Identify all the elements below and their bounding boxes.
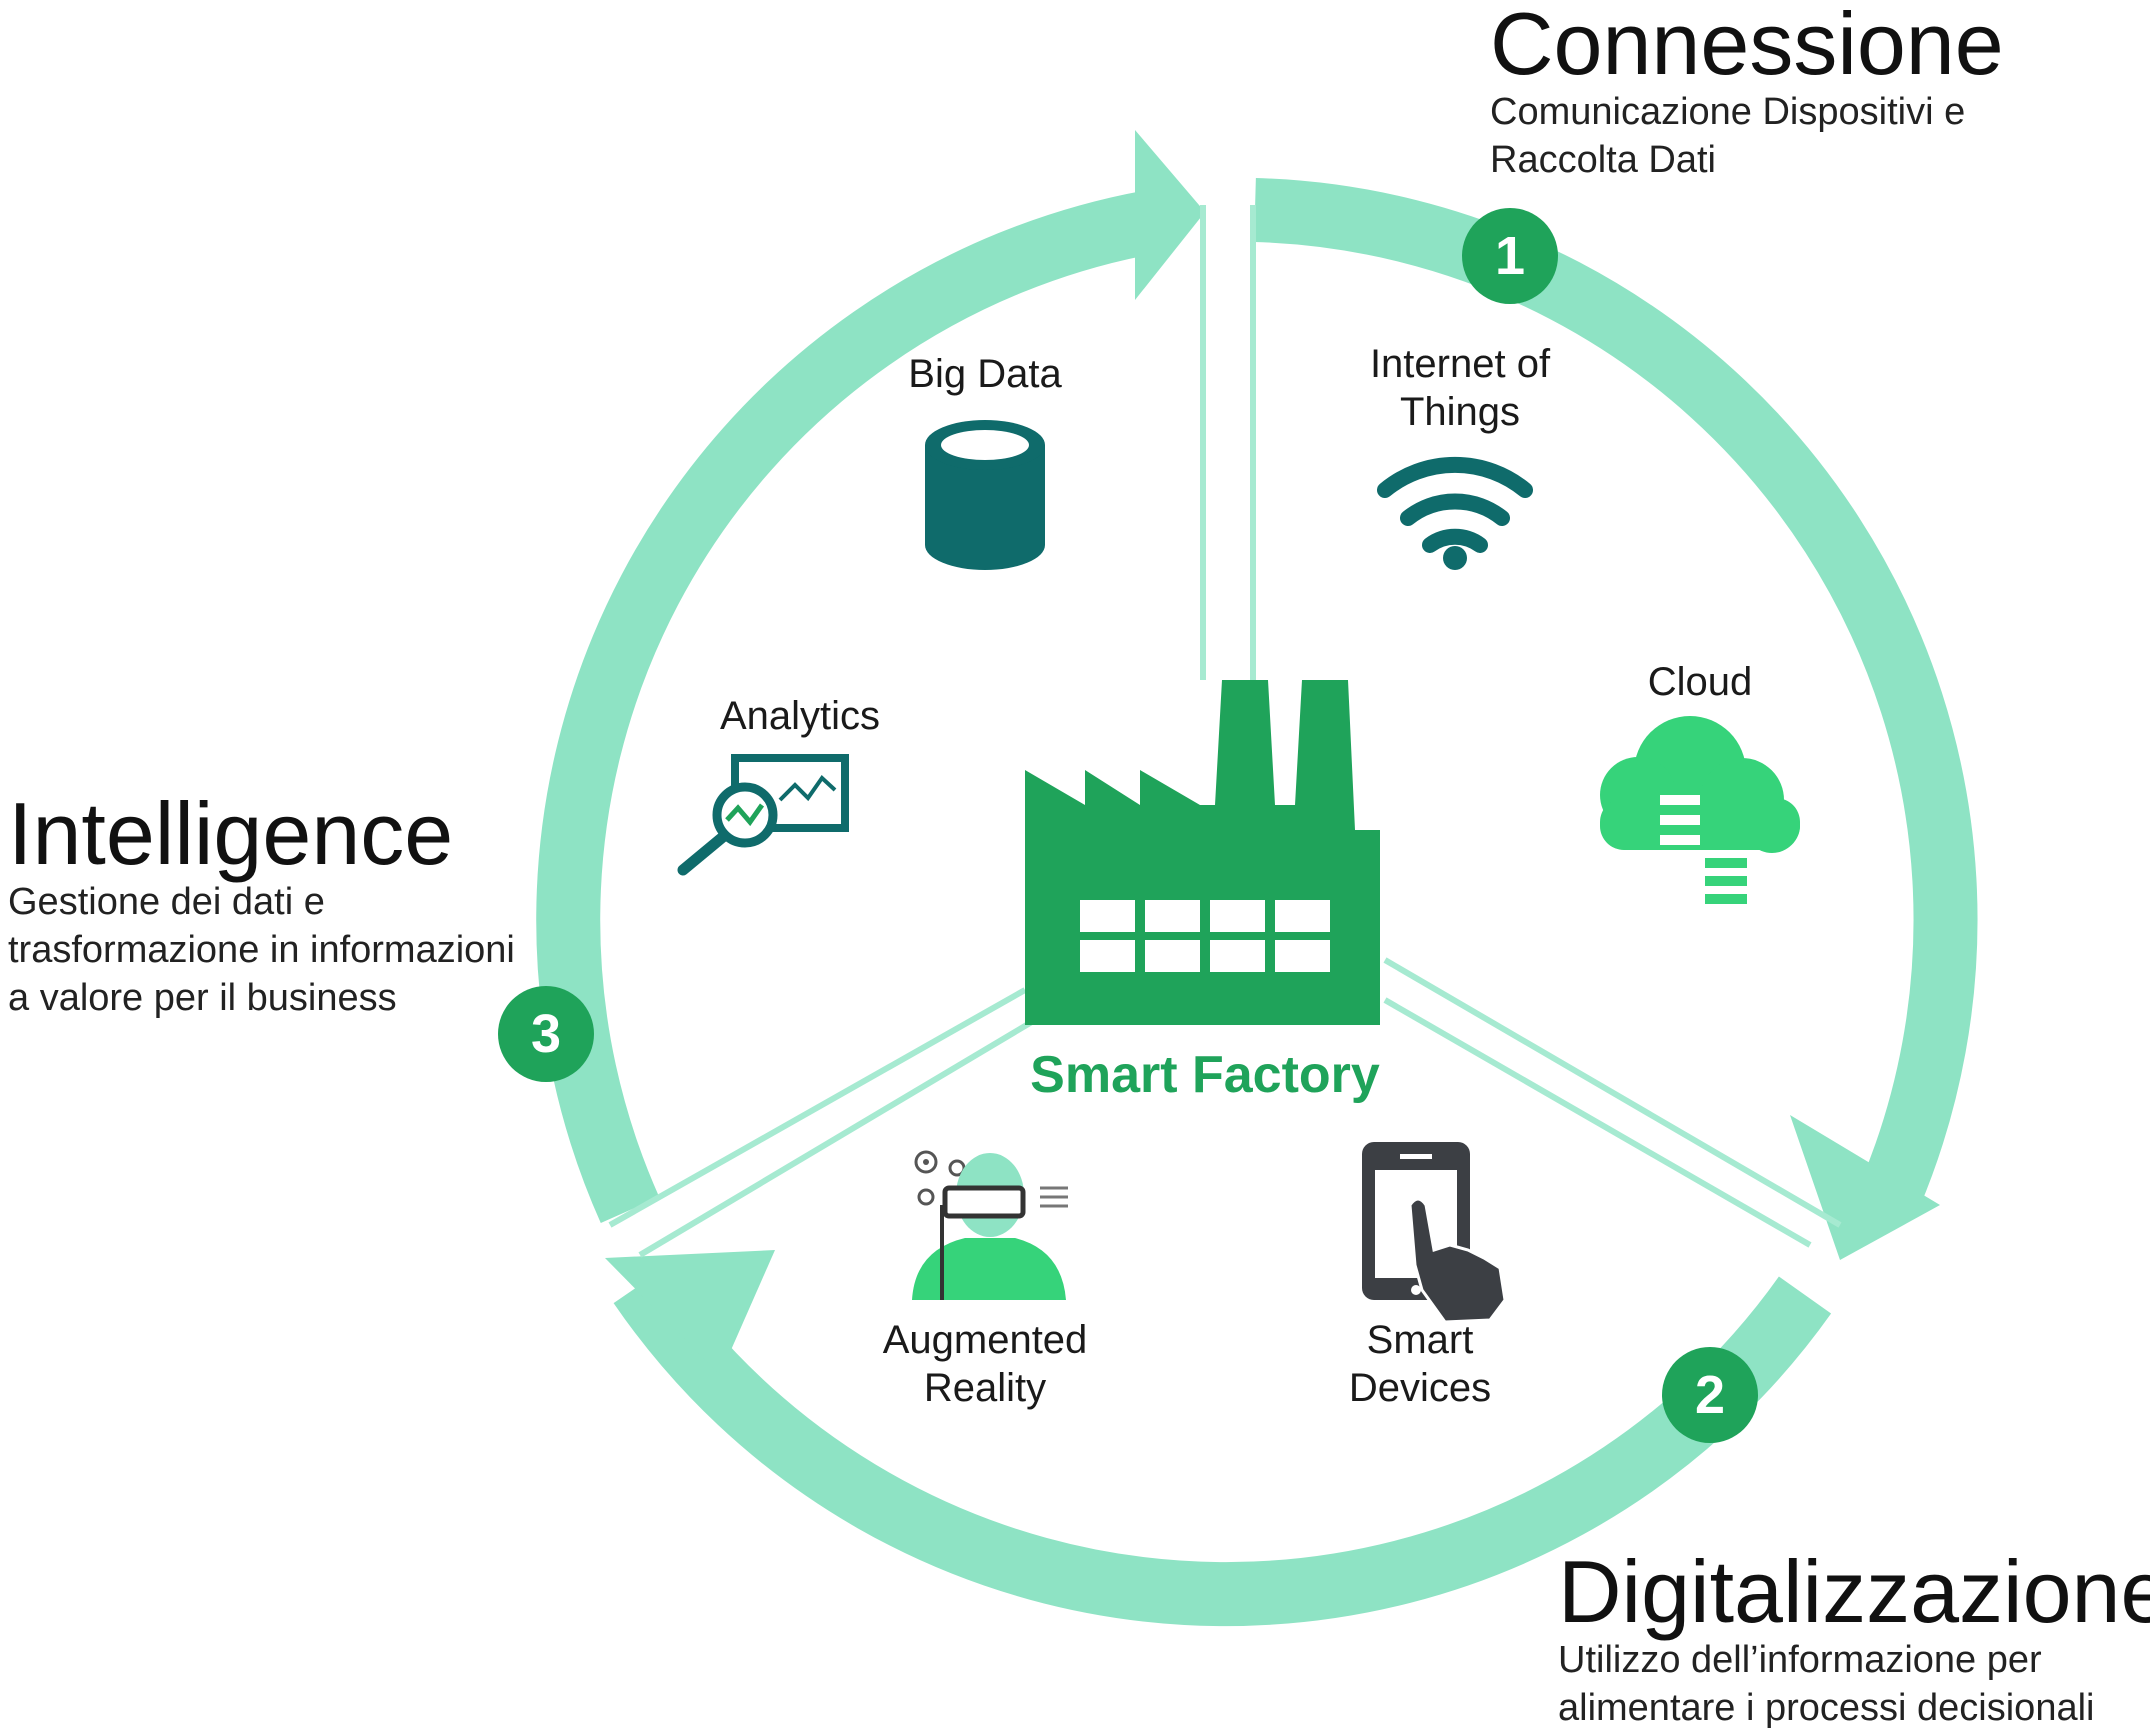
factory-icon [1025, 680, 1380, 1025]
item-label-line: Devices [1348, 1366, 1492, 1410]
divider-right-b [1383, 997, 1812, 1248]
phase-desc-connessione: Comunicazione Dispositivi e Raccolta Dat… [1490, 88, 1965, 184]
sector-dividers [608, 205, 1842, 1258]
analytics-icon [677, 754, 849, 876]
item-label-analytics: Analytics [700, 692, 900, 740]
vr-headset-icon [912, 1150, 1068, 1300]
item-label-iot: Internet of Things [1335, 340, 1585, 436]
phase-2-badge: 2 [1662, 1347, 1758, 1443]
phase-1-badge: 1 [1462, 208, 1558, 304]
tablet-touch-icon [1362, 1142, 1507, 1324]
desc-line: trasformazione in informazioni [8, 929, 515, 971]
item-label-line: Analytics [719, 694, 881, 738]
arrowhead-top [1135, 130, 1205, 300]
divider-left-a [608, 987, 1027, 1228]
phase-title-intelligence: Intelligence [8, 784, 454, 883]
desc-line: Gestione dei dati e [8, 881, 325, 923]
desc-line: Utilizzo dell’informazione per [1558, 1639, 2042, 1681]
wifi-icon [1377, 456, 1533, 570]
item-label-cloud: Cloud [1600, 658, 1800, 706]
phase-3-badge: 3 [498, 986, 594, 1082]
arrowhead-right [1790, 1115, 1940, 1260]
item-label-line: Reality [923, 1366, 1047, 1410]
desc-line: Raccolta Dati [1490, 139, 1716, 181]
cycle-arrowheads [605, 130, 1940, 1375]
item-label-line: Smart [1366, 1318, 1474, 1362]
phase-desc-digitalizzazione: Utilizzo dell’informazione per alimentar… [1558, 1636, 2094, 1732]
database-icon [925, 420, 1045, 570]
arrowhead-bottom [605, 1250, 775, 1375]
item-label-big-data: Big Data [885, 350, 1085, 398]
cloud-icon [1600, 716, 1800, 904]
phase-title-connessione: Connessione [1490, 0, 2004, 93]
ring-arc-digitalizzazione [613, 1266, 1832, 1627]
divider-right-a [1383, 957, 1842, 1228]
item-label-line: Internet of [1369, 342, 1551, 386]
desc-line: alimentare i processi decisionali [1558, 1687, 2095, 1729]
item-label-smart-devices: Smart Devices [1320, 1316, 1520, 1412]
desc-line: a valore per il business [8, 977, 397, 1019]
item-label-line: Augmented [882, 1318, 1088, 1362]
item-label-line: Things [1399, 390, 1521, 434]
item-label-line: Cloud [1647, 660, 1753, 704]
divider-left-b [638, 1017, 1037, 1258]
phase-title-digitalizzazione: Digitalizzazione [1558, 1542, 2150, 1641]
item-label-line: Big Data [908, 352, 1062, 396]
smart-factory-label: Smart Factory [1030, 1046, 1380, 1104]
phase-desc-intelligence: Gestione dei dati e trasformazione in in… [8, 878, 515, 1022]
desc-line: Comunicazione Dispositivi e [1490, 91, 1966, 133]
item-label-augmented-reality: Augmented Reality [860, 1316, 1110, 1412]
